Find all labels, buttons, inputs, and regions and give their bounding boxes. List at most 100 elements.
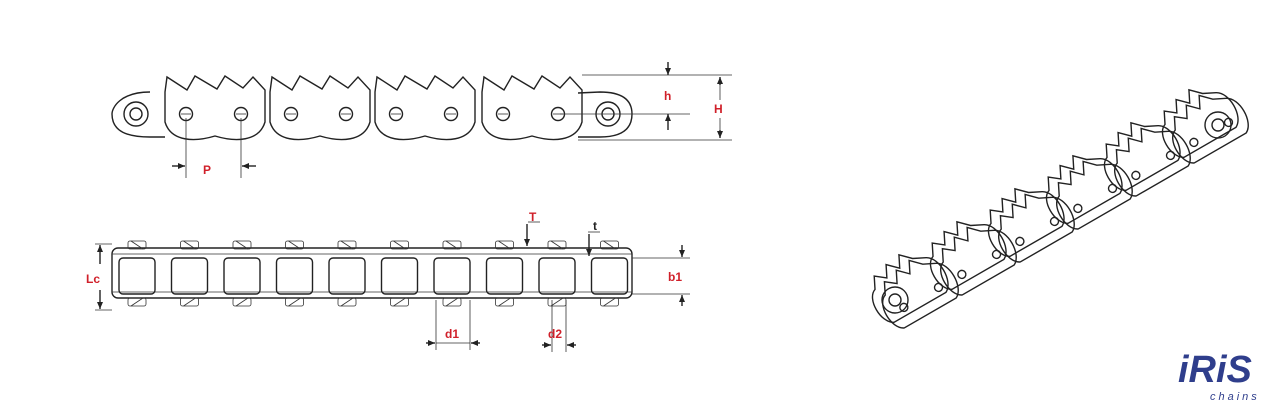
pin-cap-bottom bbox=[285, 297, 304, 307]
pin-cap-bottom bbox=[127, 297, 147, 307]
roller bbox=[223, 257, 261, 295]
roller bbox=[590, 257, 629, 295]
plate-outline bbox=[111, 247, 633, 299]
pin-cap-bottom bbox=[600, 297, 619, 307]
end-link-left bbox=[111, 91, 165, 138]
tooth-mark bbox=[550, 297, 564, 307]
iso-link bbox=[987, 187, 1075, 263]
iso-pin-hole bbox=[1165, 150, 1176, 161]
tooth-mark bbox=[393, 240, 406, 250]
iso-back-plate bbox=[987, 187, 1065, 258]
tooth-mark bbox=[288, 297, 301, 307]
pin-cap-top bbox=[495, 240, 514, 250]
roller bbox=[328, 257, 366, 295]
iso-front-plate bbox=[998, 193, 1075, 263]
iso-end-roller bbox=[1204, 111, 1232, 139]
iso-pin-hole bbox=[1049, 216, 1060, 227]
tooth-mark bbox=[498, 240, 511, 250]
pin-cap-top bbox=[547, 240, 567, 250]
label-P: P bbox=[203, 163, 211, 177]
iso-front-plate bbox=[1172, 94, 1249, 164]
iso-link bbox=[1103, 121, 1191, 197]
plate-hole bbox=[338, 106, 354, 122]
iso-pin-hole bbox=[933, 282, 944, 293]
pin-cap-top bbox=[232, 240, 252, 250]
toothed-plates bbox=[164, 75, 583, 141]
tooth-mark bbox=[603, 240, 616, 250]
iso-back-plate bbox=[1045, 154, 1123, 225]
tooth-mark bbox=[130, 240, 144, 250]
iso-back-plate bbox=[929, 220, 1007, 291]
iso-pin-hole bbox=[957, 269, 967, 280]
iso-link bbox=[871, 253, 959, 329]
pin-cap-top bbox=[127, 240, 147, 250]
iso-end-roller bbox=[881, 286, 909, 314]
label-T: T bbox=[529, 210, 537, 224]
label-t: t bbox=[593, 219, 597, 233]
tooth-mark bbox=[235, 240, 249, 250]
roller bbox=[538, 257, 576, 295]
tooth-mark bbox=[340, 297, 354, 307]
pin-cap-bottom bbox=[390, 297, 409, 307]
end-link-right bbox=[577, 91, 633, 138]
iso-pin-hole bbox=[1131, 170, 1141, 181]
iso-link bbox=[1045, 154, 1133, 230]
roller bbox=[485, 257, 524, 295]
plate-hole bbox=[495, 106, 511, 122]
end-roller-left bbox=[123, 101, 149, 127]
roller bbox=[118, 257, 156, 295]
iso-back-plate bbox=[1103, 121, 1181, 192]
iso-end-pin bbox=[888, 293, 902, 307]
tooth-mark bbox=[130, 297, 144, 307]
top-view: Lc b1 T t d1 d2 bbox=[86, 210, 690, 352]
iso-front-plate bbox=[940, 226, 1017, 296]
label-H: H bbox=[714, 102, 723, 116]
iso-link bbox=[1161, 88, 1249, 164]
iso-pin-hole bbox=[1073, 203, 1083, 214]
tooth-mark bbox=[340, 240, 354, 250]
label-h: h bbox=[664, 89, 671, 103]
toothed-plate bbox=[164, 75, 266, 141]
tooth-mark bbox=[288, 240, 301, 250]
logo-mark: iRiS bbox=[1178, 349, 1252, 391]
pin-cap-bottom bbox=[442, 297, 462, 307]
plate-hole bbox=[388, 106, 404, 122]
tooth-mark bbox=[183, 240, 196, 250]
iso-end-pin bbox=[1211, 118, 1225, 132]
pin-cap-top bbox=[390, 240, 409, 250]
iso-back-plate bbox=[1161, 88, 1239, 159]
pin-cap-bottom bbox=[495, 297, 514, 307]
toothed-plate bbox=[481, 75, 583, 141]
iso-pin-hole bbox=[1189, 137, 1199, 148]
plate-hole bbox=[443, 106, 459, 122]
pin-cap-top bbox=[180, 240, 199, 250]
toothed-plate bbox=[269, 75, 371, 141]
pin-cap-bottom bbox=[337, 297, 357, 307]
roller bbox=[380, 257, 419, 295]
pin-cap-top bbox=[337, 240, 357, 250]
pin-cap-top bbox=[285, 240, 304, 250]
tooth-mark bbox=[498, 297, 511, 307]
iso-front-plate bbox=[1056, 160, 1133, 230]
tooth-mark bbox=[445, 297, 459, 307]
pin-cap-top bbox=[600, 240, 619, 250]
iso-pin-hole bbox=[1107, 183, 1118, 194]
plate-hole bbox=[283, 106, 299, 122]
iso-front-plate bbox=[882, 259, 959, 329]
iris-logo: iRiS chains bbox=[1178, 349, 1257, 403]
iso-link bbox=[929, 220, 1017, 296]
pin-cap-bottom bbox=[180, 297, 199, 307]
tooth-mark bbox=[183, 297, 196, 307]
iso-pin-hole bbox=[991, 249, 1002, 260]
rollers bbox=[118, 240, 629, 307]
tooth-mark bbox=[550, 240, 564, 250]
iso-pin-hole bbox=[1015, 236, 1025, 247]
tooth-mark bbox=[393, 297, 406, 307]
pin-cap-bottom bbox=[232, 297, 252, 307]
label-b1: b1 bbox=[668, 270, 682, 284]
pin-cap-top bbox=[442, 240, 462, 250]
tooth-mark bbox=[235, 297, 249, 307]
side-view: h H P bbox=[111, 62, 732, 178]
label-d2: d2 bbox=[548, 327, 562, 341]
